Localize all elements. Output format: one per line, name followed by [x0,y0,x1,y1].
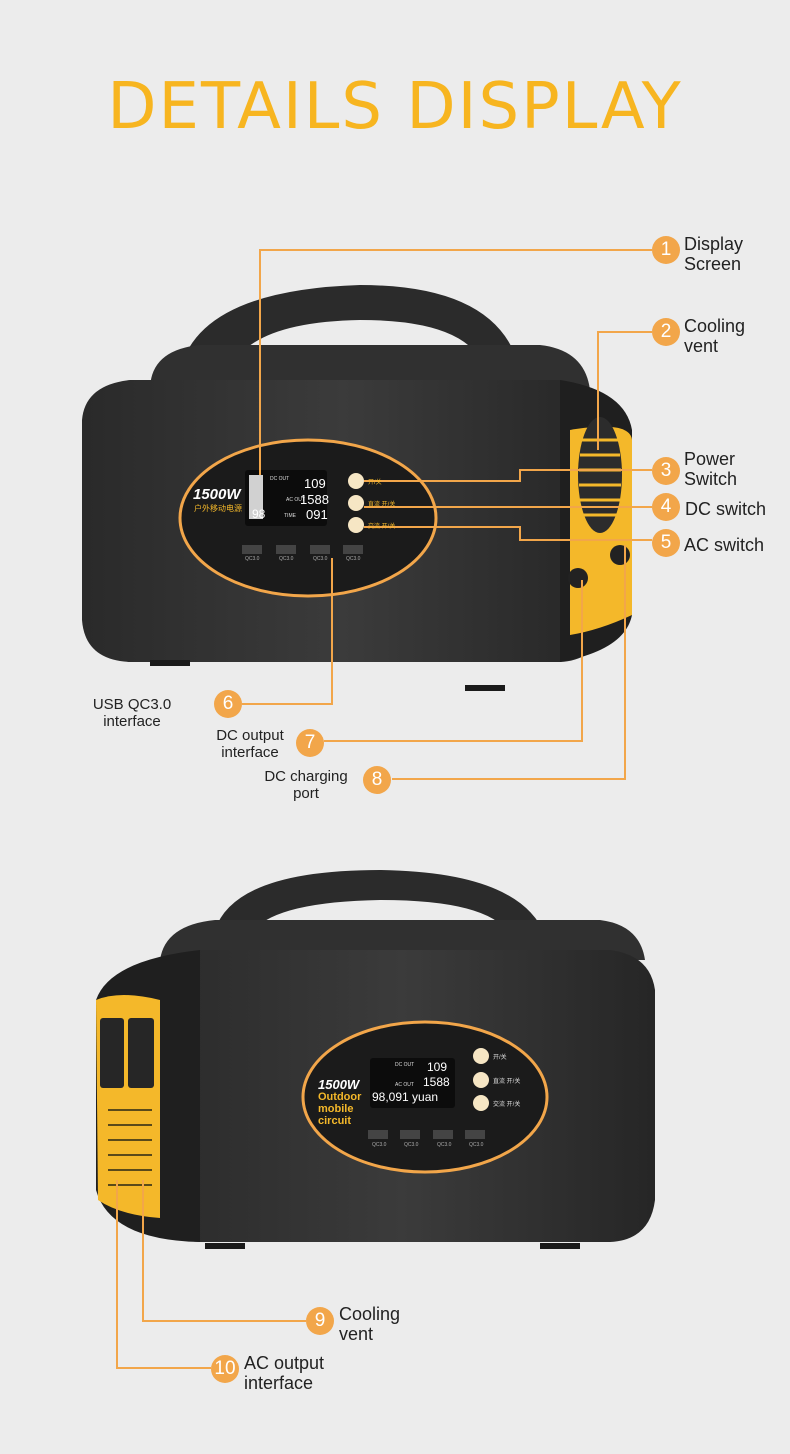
callout-label-usb-qc3: USB QC3.0 interface [86,696,178,730]
ac-out-label: AC OUT [395,1082,414,1088]
dc-button-label: 直流 开/关 [368,502,396,508]
power-station-side-view [96,870,655,1249]
usb-port-label: QC3.0 [437,1142,452,1148]
callout-label-display-screen: Display Screen [684,234,743,274]
callout-badge-2: 2 [652,318,680,346]
price-overlay: 98,091 yuan [372,1090,439,1104]
callout-line: DC charging [264,768,348,785]
callout-badge-1: 1 [652,236,680,264]
callout-line: port [293,785,319,802]
ac-out-label: AC OUT [286,497,305,503]
overlay-line: circuit [318,1115,352,1127]
power-station-front-view [82,285,632,691]
usb-port-label: QC3.0 [313,556,328,562]
callout-label-ac-switch: AC switch [684,535,765,555]
ac-button-label: 交流 开/关 [493,1102,521,1108]
usb-port-label: QC3.0 [469,1142,484,1148]
power-button-label: 开/关 [368,480,382,486]
usb-port-label: QC3.0 [245,556,260,562]
callout-label-power-switch: Power Switch [684,449,737,489]
callout-line: Display [684,234,744,254]
callout-line: interface [221,744,279,761]
usb-port-label: QC3.0 [372,1142,387,1148]
callout-line: vent [339,1324,374,1344]
model-label: 1500W [193,486,241,503]
callout-badge-8: 8 [363,766,391,794]
battery-percent: 98 [252,507,266,521]
callout-line: Power [684,449,736,469]
screen-value-1: 109 [427,1060,448,1074]
dc-out-label: DC OUT [395,1062,415,1068]
callout-line: vent [684,336,719,356]
screen-value-2: 1588 [423,1075,450,1089]
dc-out-label: DC OUT [270,476,290,482]
usb-port-label: QC3.0 [404,1142,419,1148]
usb-port-label: QC3.0 [346,556,361,562]
callout-line: USB QC3.0 [92,696,172,713]
time-label: TIME [284,513,296,519]
callout-badge-10: 10 [211,1355,239,1383]
callout-badge-3: 3 [652,457,680,485]
callout-label-ac-output: AC output interface [244,1353,324,1393]
callout-badge-7: 7 [296,729,324,757]
overlay-line: Outdoor [318,1091,362,1103]
callout-badge-5: 5 [652,529,680,557]
callout-line: interface [244,1373,314,1393]
callout-label-dc-output: DC output interface [205,727,295,761]
overlay-line: mobile [318,1103,354,1115]
callout-line: Screen [684,254,742,274]
callout-line: DC output [216,727,284,744]
model-label: 1500W [318,1077,360,1092]
usb-port-label: QC3.0 [279,556,294,562]
callout-line: AC output [244,1353,325,1373]
page-title: DETAILS DISPLAY [107,70,683,144]
callout-lines [116,249,652,1369]
model-subtitle: 户外移动电源 [194,504,242,513]
callout-line: interface [103,713,161,730]
callout-badge-6: 6 [214,690,242,718]
callout-line: Cooling [339,1304,401,1324]
ac-button-label: 交流 开/关 [368,524,396,530]
dc-button-label: 直流 开/关 [493,1079,521,1085]
callout-label-dc-charging: DC charging port [251,768,361,802]
screen-value-1: 109 [304,476,326,491]
callout-label-cooling-vent-2: Cooling vent [339,1304,400,1344]
time-value: 091 [306,507,328,522]
power-button-label: 开/关 [493,1055,507,1061]
callout-badge-9: 9 [306,1307,334,1335]
callout-badge-4: 4 [652,493,680,521]
callout-line: Switch [684,469,738,489]
callout-line: Cooling [684,316,746,336]
callout-label-cooling-vent: Cooling vent [684,316,745,356]
screen-value-2: 1588 [300,492,329,507]
callout-label-dc-switch: DC switch [685,499,767,519]
